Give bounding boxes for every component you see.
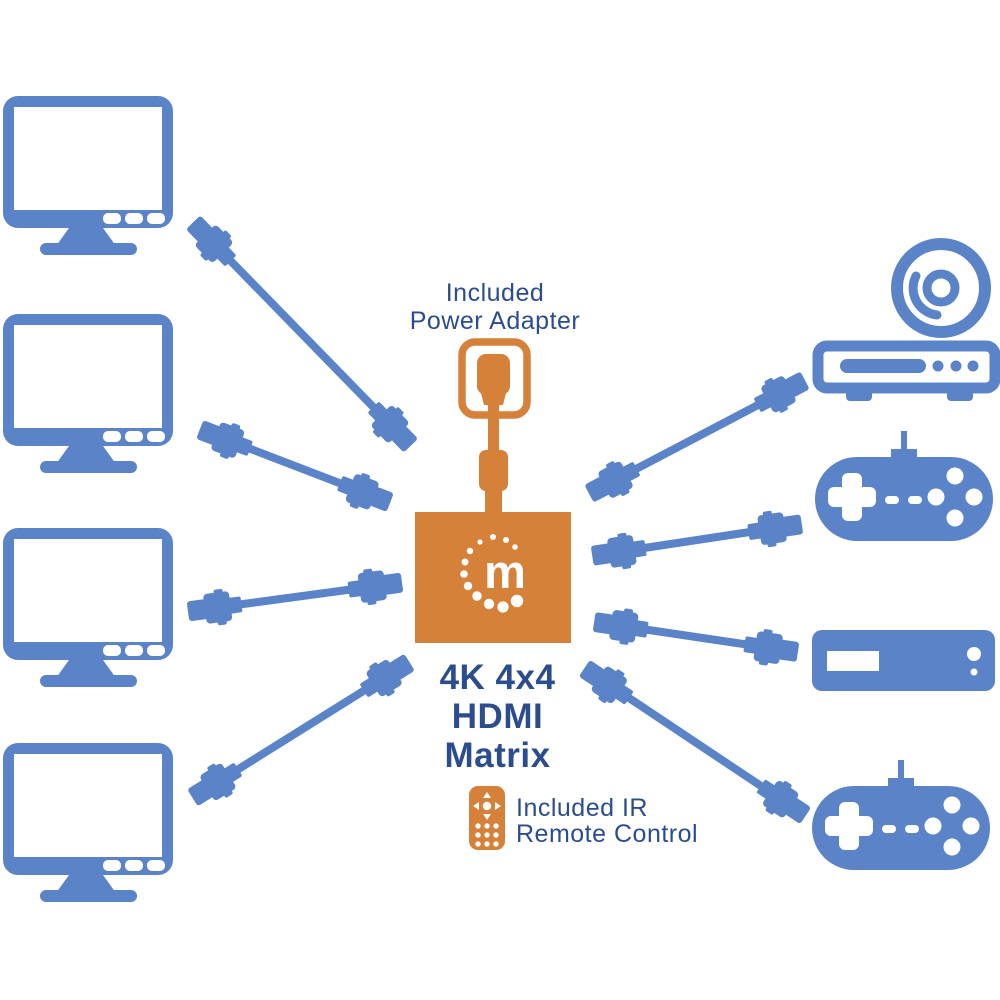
monitor-icon [3,314,173,473]
game-controller-icon [812,760,990,870]
hdmi-cable [180,209,424,459]
disc-player-icon [812,238,1000,401]
hdmi-cable [580,364,814,510]
hdmi-cable [182,646,420,814]
product-title-line2: HDMI [451,697,544,736]
monitor-icon [3,743,173,902]
power-adapter-label-line2: Power Adapter [409,307,581,335]
logo-letter: m [484,545,526,598]
ir-remote-icon [469,786,505,850]
manhattan-logo-icon: m [460,534,526,613]
hdmi-cable [589,506,805,574]
monitor-icon [3,528,173,687]
ir-remote-label-line2: Remote Control [516,820,699,848]
product-title-line3: Matrix [444,736,551,775]
ir-remote-label-line1: Included IR [516,794,648,822]
hdmi-cable [193,412,397,520]
hdmi-cable [185,564,405,630]
power-adapter-label-line1: Included [445,279,545,307]
monitor-icon [3,96,173,255]
hdmi-cable [574,653,816,831]
power-adapter-label: Included Power Adapter [355,279,635,335]
matrix-box [415,512,571,643]
power-plug-icon [458,338,531,514]
product-title-line1: 4K 4x4 [439,658,556,697]
ir-remote-label: Included IR Remote Control [516,795,776,847]
hdmi-cable [591,604,801,670]
media-box-icon [812,630,995,691]
game-controller-icon [815,431,993,541]
product-title: 4K 4x4 HDMI Matrix [370,658,625,775]
